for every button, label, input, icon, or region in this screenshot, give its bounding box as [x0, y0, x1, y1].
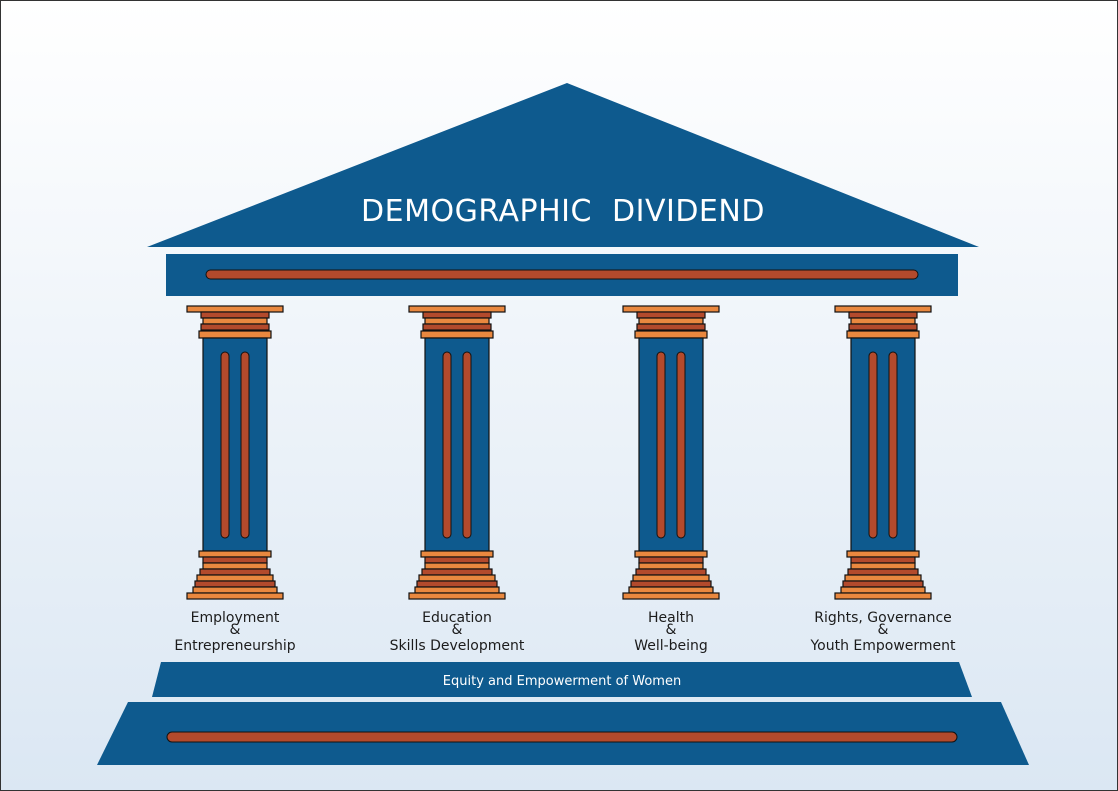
pillar-capital-top	[834, 305, 932, 313]
pillar-flute	[888, 351, 898, 539]
pillar-flute	[656, 351, 666, 539]
pillar-label-line: Well-being	[634, 638, 708, 654]
diagram-title: DEMOGRAPHIC DIVIDEND	[361, 194, 765, 229]
pillar-label-line: Entrepreneurship	[174, 638, 295, 654]
pillar-base-band	[418, 574, 496, 582]
pillar-capital-top	[622, 305, 720, 313]
pillar-capital-band	[200, 323, 270, 331]
pillars	[186, 305, 932, 600]
pillar-label-line: Rights, Governance	[814, 610, 952, 626]
pillar-capital-band	[424, 317, 490, 325]
roof-pediment	[147, 83, 979, 247]
pillar-capital-band	[422, 323, 492, 331]
pillar-label-line: Health	[648, 610, 694, 626]
pillar-capital-band	[202, 317, 268, 325]
pillar-base-band	[421, 568, 493, 576]
pillar-plinth	[408, 592, 506, 600]
pillar-capital-band	[848, 311, 918, 319]
pillar-capital-band	[200, 311, 270, 319]
pillar-base-band	[847, 568, 919, 576]
pillar-capital-band	[850, 317, 916, 325]
pillar-base-band	[202, 556, 268, 564]
pillar-base-band	[194, 580, 276, 588]
pillar-capital-band	[422, 311, 492, 319]
pillar-capital-top	[408, 305, 506, 313]
pillar-base-band	[844, 574, 922, 582]
pillar-shaft	[202, 337, 268, 552]
pillar-flute	[220, 351, 230, 539]
pillar-capital-band	[638, 317, 704, 325]
pillar-base-band	[850, 562, 916, 570]
pillar-base-band	[199, 568, 271, 576]
pillar-base-band	[198, 550, 272, 558]
pillar-base-band	[424, 562, 490, 570]
pillar-label-line: Youth Empowerment	[809, 638, 956, 654]
pillar-4	[834, 305, 932, 600]
pillar-base-band	[635, 568, 707, 576]
pillar-flute	[462, 351, 472, 539]
pillar-plinth	[622, 592, 720, 600]
pillar-shaft	[638, 337, 704, 552]
pillar-shaft	[424, 337, 490, 552]
pillar-capital-base	[198, 330, 272, 339]
pillar-base-band	[424, 556, 490, 564]
pillar-base-band	[850, 556, 916, 564]
foundation-label: Equity and Empowerment of Women	[443, 674, 681, 689]
pillar-label-line: Education	[422, 610, 492, 626]
pillar-flute	[676, 351, 686, 539]
pillar-flute	[868, 351, 878, 539]
pillar-base-band	[414, 586, 500, 594]
pillar-base-band	[420, 550, 494, 558]
pillar-base-band	[638, 556, 704, 564]
base-step-upper	[152, 662, 972, 697]
pillar-2	[408, 305, 506, 600]
pillar-label-line: Employment	[191, 610, 280, 626]
pillar-plinth	[834, 592, 932, 600]
pillar-capital-base	[846, 330, 920, 339]
pillar-flute	[442, 351, 452, 539]
pillar-3	[622, 305, 720, 600]
pillar-base-band	[846, 550, 920, 558]
pillar-base-band	[192, 586, 278, 594]
pillar-base-band	[628, 586, 714, 594]
pillar-base-band	[202, 562, 268, 570]
pillar-1	[186, 305, 284, 600]
pillar-capital-band	[636, 323, 706, 331]
beam-stripe	[205, 269, 919, 280]
pillar-base-band	[416, 580, 498, 588]
pillar-capital-band	[848, 323, 918, 331]
pillar-label-ampersand: &	[230, 622, 241, 638]
base-stripe	[166, 731, 958, 743]
pillar-base-band	[634, 550, 708, 558]
pillar-shaft	[850, 337, 916, 552]
pillar-base-band	[196, 574, 274, 582]
pillar-base-band	[630, 580, 712, 588]
pillar-label-line: Skills Development	[390, 638, 525, 654]
pillar-label-ampersand: &	[878, 622, 889, 638]
pillar-base-band	[632, 574, 710, 582]
pillar-capital-top	[186, 305, 284, 313]
pillar-base-band	[638, 562, 704, 570]
pillar-capital-base	[634, 330, 708, 339]
pillar-label-ampersand: &	[452, 622, 463, 638]
pillar-base-band	[840, 586, 926, 594]
pillar-labels: Employment&EntrepreneurshipEducation&Ski…	[174, 610, 956, 654]
pillar-label-ampersand: &	[666, 622, 677, 638]
pillar-plinth	[186, 592, 284, 600]
pillar-capital-base	[420, 330, 494, 339]
pillar-base-band	[842, 580, 924, 588]
pillar-capital-band	[636, 311, 706, 319]
pillar-flute	[240, 351, 250, 539]
